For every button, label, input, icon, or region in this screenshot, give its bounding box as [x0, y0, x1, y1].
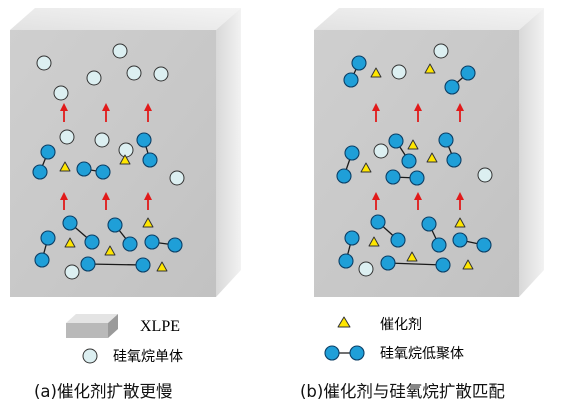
block-side: [519, 8, 544, 297]
catalyst-icon: [142, 217, 154, 228]
catalyst-icon: [462, 259, 474, 270]
red-up-arrow-icon: [144, 103, 152, 122]
catalyst-icon: [406, 251, 418, 262]
legend-item-xlpe: XLPE: [66, 314, 180, 338]
red-up-arrow-icon: [456, 103, 464, 122]
monomer-icon: [59, 129, 75, 145]
red-up-arrow-icon: [456, 192, 464, 210]
catalyst-icon: [119, 154, 131, 165]
panel-a: [10, 8, 241, 297]
oligomer-icon: [388, 133, 417, 169]
oligomer-icon: [136, 132, 158, 168]
catalyst-icon: [407, 139, 419, 150]
monomer-icon: [82, 348, 98, 364]
monomer-icon: [433, 43, 449, 59]
monomer-icon: [94, 132, 110, 148]
catalyst-icon: [156, 261, 168, 272]
diffusion-arrows-upper-a: [60, 103, 152, 122]
legend-oligomer-label: 硅氧烷低聚体: [380, 346, 464, 362]
monomer-icon: [169, 170, 185, 186]
middle-region-a: [32, 129, 185, 186]
legend-item-oligomer: 硅氧烷低聚体: [324, 345, 464, 362]
bottom-region-b: [338, 214, 492, 277]
red-up-arrow-icon: [60, 192, 68, 210]
oligomer-icon: [76, 161, 111, 180]
monomer-icon: [118, 142, 134, 158]
oligomer-icon: [80, 256, 151, 273]
diffusion-arrows-upper-b: [372, 103, 464, 122]
legend-item-monomer: 硅氧烷单体: [82, 348, 183, 365]
oligomer-icon: [336, 145, 360, 184]
oligomer-icon: [324, 345, 365, 361]
block-side: [216, 8, 241, 297]
oligomer-icon: [62, 215, 100, 250]
oligomer-icon: [338, 230, 360, 269]
catalyst-icon: [360, 162, 372, 173]
monomer-icon: [477, 167, 493, 183]
catalyst-icon: [59, 161, 71, 172]
monomer-icon: [153, 66, 169, 82]
monomer-icon: [64, 264, 80, 280]
bottom-region-a: [34, 215, 183, 280]
oligomer-icon: [370, 214, 406, 248]
catalyst-icon: [370, 67, 382, 78]
red-up-arrow-icon: [144, 192, 152, 210]
monomer-icon: [373, 143, 389, 159]
monomer-icon: [358, 261, 374, 277]
oligomer-icon: [438, 132, 462, 168]
legend-catalyst-label: 催化剂: [380, 317, 422, 333]
legend-monomer-label: 硅氧烷单体: [113, 349, 183, 365]
legend: XLPE 硅氧烷单体 催化剂 硅氧烷低聚体: [66, 314, 464, 365]
oligomer-icon: [32, 144, 56, 180]
catalyst-icon: [104, 245, 116, 256]
block-top: [314, 8, 544, 30]
oligomer-icon: [107, 217, 138, 252]
catalyst-icon: [64, 237, 76, 248]
oligomer-icon: [380, 255, 451, 273]
caption-b: (b)催化剂与硅氧烷扩散匹配: [300, 382, 505, 401]
red-up-arrow-icon: [102, 192, 110, 210]
oligomer-icon: [343, 55, 367, 88]
monomer-icon: [126, 65, 142, 81]
red-up-arrow-icon: [414, 103, 422, 122]
panel-b: [314, 8, 544, 297]
legend-xlpe-label: XLPE: [140, 318, 180, 335]
diffusion-arrows-lower-a: [60, 192, 152, 210]
oligomer-icon: [144, 234, 183, 253]
monomer-group-top-a: [36, 43, 169, 101]
block-top: [10, 8, 241, 30]
catalyst-icon: [426, 152, 438, 163]
monomer-icon: [36, 55, 52, 71]
catalyst-icon: [368, 236, 380, 247]
oligomer-icon: [444, 65, 476, 95]
xlpe-block-icon: [66, 314, 118, 338]
red-up-arrow-icon: [414, 192, 422, 210]
diffusion-arrows-lower-b: [372, 192, 464, 210]
legend-item-catalyst: 催化剂: [337, 316, 422, 333]
monomer-icon: [86, 70, 102, 86]
catalyst-icon: [424, 63, 436, 74]
monomer-icon: [53, 85, 69, 101]
top-region-b: [343, 43, 476, 95]
catalyst-icon: [454, 217, 466, 228]
red-up-arrow-icon: [372, 103, 380, 122]
caption-a: (a)催化剂扩散更慢: [34, 381, 173, 401]
middle-region-b: [336, 132, 493, 186]
oligomer-icon: [452, 232, 492, 253]
oligomer-icon: [421, 216, 447, 253]
catalyst-icon: [337, 316, 351, 328]
red-up-arrow-icon: [102, 103, 110, 122]
red-up-arrow-icon: [60, 103, 68, 122]
monomer-icon: [112, 43, 128, 59]
oligomer-icon: [385, 169, 425, 186]
oligomer-icon: [34, 230, 56, 268]
red-up-arrow-icon: [372, 192, 380, 210]
monomer-icon: [391, 64, 407, 80]
